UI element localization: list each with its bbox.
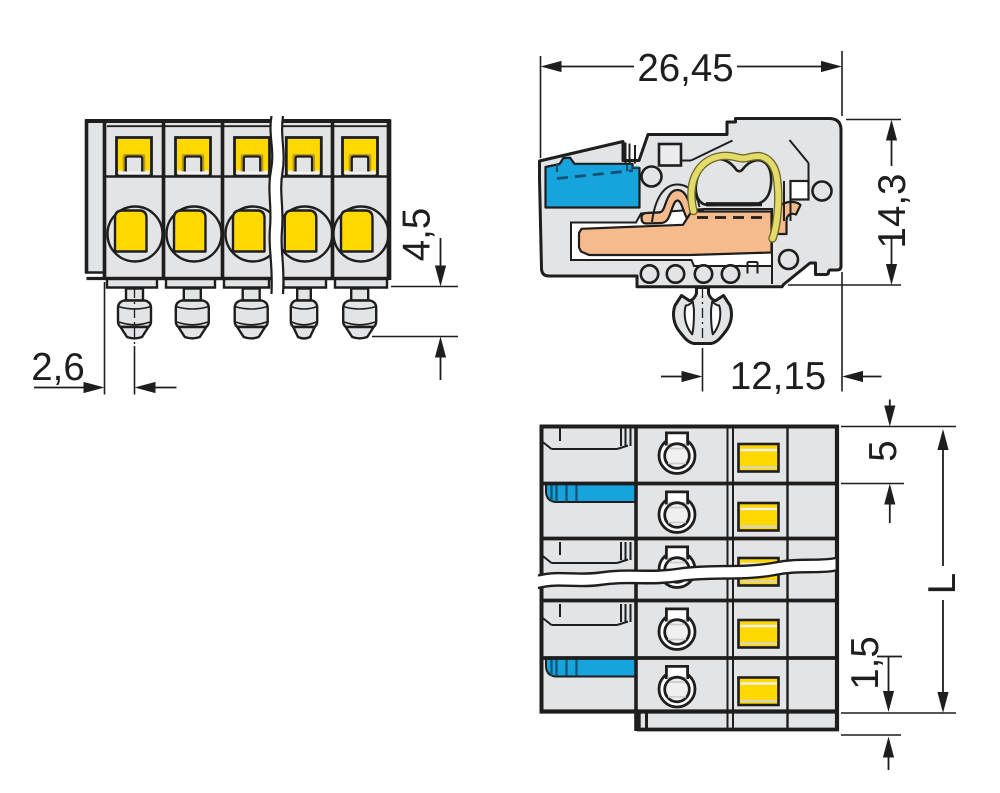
svg-text:1,5: 1,5: [844, 636, 887, 690]
svg-text:5: 5: [862, 440, 905, 461]
svg-text:12,15: 12,15: [730, 355, 826, 398]
svg-text:L: L: [921, 573, 964, 594]
svg-text:2,6: 2,6: [31, 346, 85, 389]
svg-text:14,3: 14,3: [871, 174, 914, 249]
svg-text:4,5: 4,5: [396, 208, 439, 262]
svg-text:26,45: 26,45: [637, 47, 733, 90]
